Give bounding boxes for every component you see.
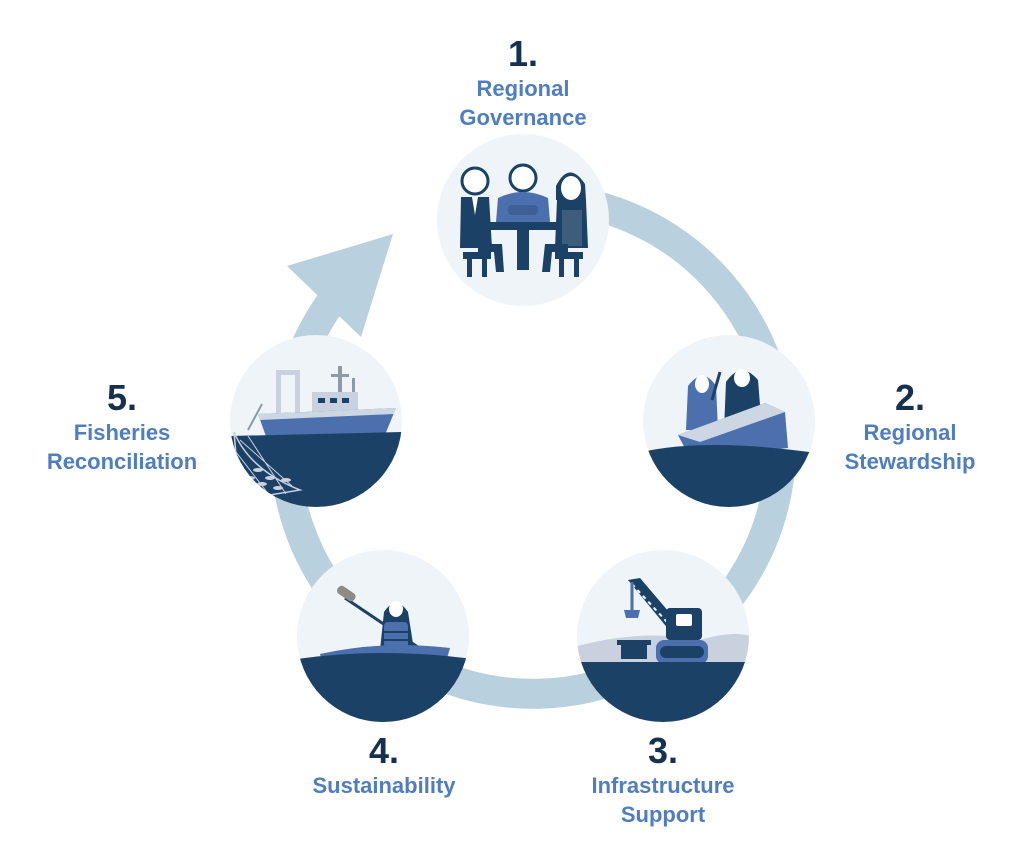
step-4-label: 4. Sustainability [284, 731, 484, 800]
community-meeting-icon [460, 163, 588, 277]
step-3-title-line2: Support [620, 802, 706, 827]
step-2-title-line1: Regional [863, 420, 957, 445]
step-5-illustration [230, 335, 402, 507]
step-5-title-line1: Fisheries [73, 420, 171, 445]
step-5-title-line2: Reconciliation [46, 449, 198, 474]
step-5-number: 5. [106, 377, 138, 418]
step-3-label: 3. Infrastructure Support [563, 731, 763, 829]
step-2-number: 2. [894, 377, 926, 418]
step-1-number: 1. [507, 33, 539, 74]
step-3-title-line1: Infrastructure [591, 773, 735, 798]
step-3-number: 3. [647, 730, 679, 771]
step-2-title-line2: Stewardship [844, 449, 976, 474]
step-1-title-line2: Governance [459, 105, 587, 130]
step-1-illustration [437, 134, 609, 306]
step-4-number: 4. [368, 730, 400, 771]
cycle-arrow-head-icon [287, 234, 393, 337]
step-5-label: 5. Fisheries Reconciliation [22, 378, 222, 476]
fishing-vessel-icon [230, 366, 402, 507]
step-4-title-line1: Sustainability [312, 773, 456, 798]
step-1-title-line1: Regional [476, 76, 570, 101]
step-2-label: 2. Regional Stewardship [820, 378, 1000, 476]
step-1-label: 1. Regional Governance [423, 34, 623, 132]
step-2-illustration [643, 335, 815, 507]
